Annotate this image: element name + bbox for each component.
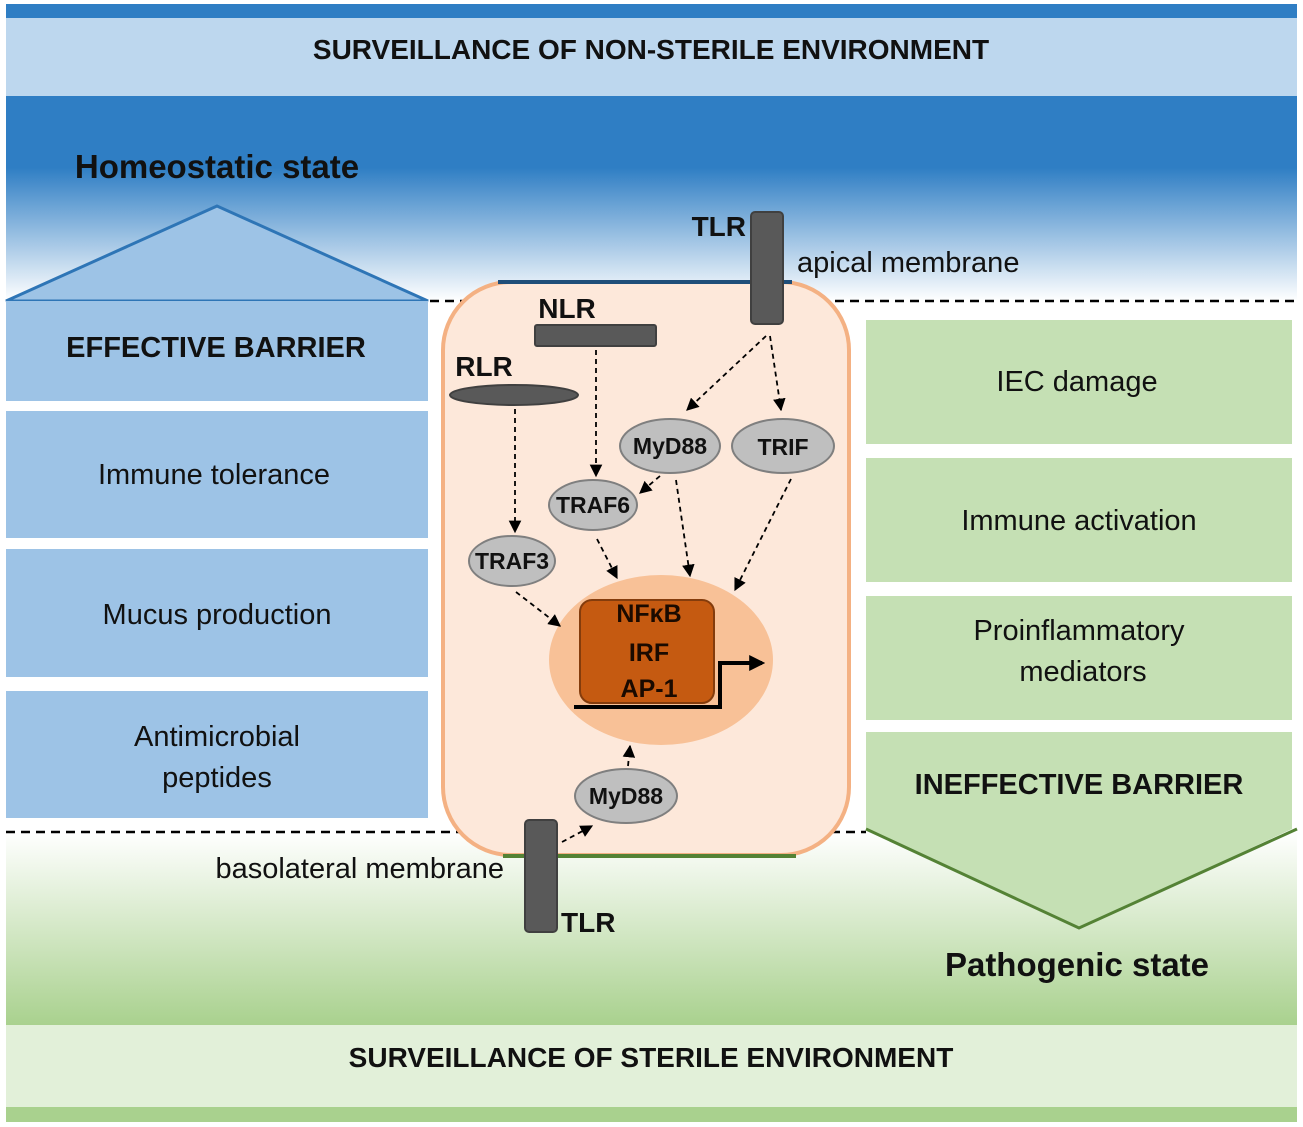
effective-barrier-heading: EFFECTIVE BARRIER [66, 332, 366, 364]
mucus-production-label: Mucus production [103, 599, 332, 631]
traf6-label: TRAF6 [556, 492, 630, 518]
tlr-apical-label: TLR [692, 211, 746, 242]
proinflammatory-label-line1: Proinflammatory [973, 615, 1185, 647]
transcription-arrow [574, 655, 766, 709]
proinflammatory-label-line2: mediators [1019, 656, 1146, 688]
arrow-traf6-to-nucleus [596, 538, 618, 580]
traf6-node [548, 479, 638, 531]
tlr-basolateral-receptor [524, 819, 558, 933]
tf-ap1-label: AP-1 [621, 675, 678, 703]
arrow-tlr-to-myd88-bottom [561, 825, 594, 843]
nlr-receptor [534, 324, 657, 347]
arrow-myd88-to-traf6 [639, 475, 661, 494]
homeostatic-state-title: Homeostatic state [75, 148, 359, 185]
myd88-top-label: MyD88 [633, 433, 707, 459]
traf3-label: TRAF3 [475, 548, 549, 574]
rlr-label: RLR [455, 351, 513, 382]
bottom-banner-title: SURVEILLANCE OF STERILE ENVIRONMENT [349, 1042, 954, 1073]
myd88-top-node [619, 418, 721, 474]
immune-activation-label: Immune activation [961, 505, 1196, 537]
basolateral-membrane-label: basolateral membrane [215, 853, 504, 885]
arrow-myd88-bottom-to-nucleus [622, 744, 636, 767]
iec-damage-label: IEC damage [996, 366, 1157, 398]
effective-barrier-box [6, 301, 428, 401]
top-border-bar [6, 4, 1297, 18]
tf-irf-label: IRF [629, 639, 669, 667]
tlr-basolateral-label: TLR [561, 907, 615, 938]
myd88-bottom-label: MyD88 [589, 783, 663, 809]
antimicrobial-label-line1: Antimicrobial [134, 721, 300, 753]
ineffective-barrier-heading: INEFFECTIVE BARRIER [915, 769, 1244, 801]
immune-activation-box [866, 458, 1292, 582]
arrow-trif-to-nucleus [734, 478, 792, 592]
tlr-apical-receptor [750, 211, 784, 325]
rlr-receptor [449, 384, 579, 406]
pathogenic-chevron-outline [865, 827, 1298, 930]
apical-membrane-label: apical membrane [797, 247, 1019, 279]
top-banner-bg [6, 18, 1297, 96]
mucus-production-box [6, 549, 428, 677]
iec-damage-box [866, 320, 1292, 444]
top-banner-title: SURVEILLANCE OF NON-STERILE ENVIRONMENT [313, 34, 989, 65]
immune-tolerance-label: Immune tolerance [98, 459, 330, 491]
bottom-border-bar [6, 1107, 1297, 1122]
tf-nfkb-label: NFκB [616, 600, 681, 628]
pathogenic-state-title: Pathogenic state [945, 946, 1209, 983]
traf3-node [468, 535, 556, 587]
arrow-traf3-to-nucleus [515, 591, 561, 627]
myd88-bottom-node [574, 768, 678, 824]
arrow-myd88-to-nucleus [675, 479, 695, 578]
transcription-factor-box [579, 599, 715, 704]
immune-tolerance-box [6, 411, 428, 538]
arrow-tlr-to-myd88 [686, 335, 767, 411]
ineffective-barrier-box [866, 732, 1292, 928]
antimicrobial-peptides-box [6, 691, 428, 818]
proinflammatory-box [866, 596, 1292, 720]
trif-label: TRIF [757, 434, 808, 460]
nlr-label: NLR [538, 293, 596, 324]
antimicrobial-label-line2: peptides [162, 762, 272, 794]
signaling-arrows [508, 335, 792, 843]
bottom-banner-bg [6, 1025, 1297, 1107]
arrow-tlr-to-trif [769, 335, 786, 412]
trif-node [731, 418, 835, 474]
